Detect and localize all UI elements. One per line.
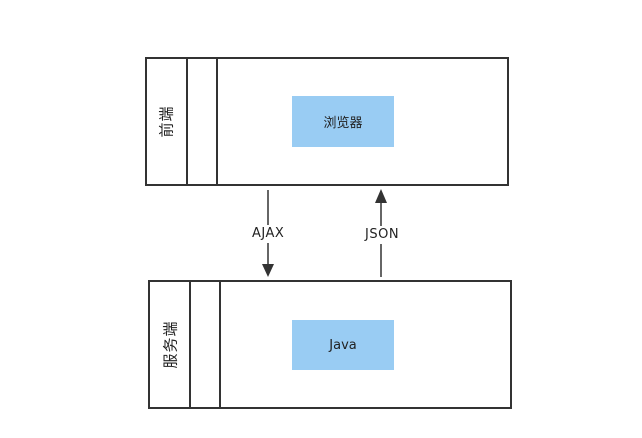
browser-node: 浏览器: [292, 96, 394, 147]
backend-pool: 服务端 Java: [148, 280, 512, 409]
frontend-sublane: [186, 59, 218, 184]
backend-lane-header: 服务端: [150, 282, 191, 407]
frontend-lane-header: 前端: [147, 59, 188, 184]
frontend-pool: 前端 浏览器: [145, 57, 509, 186]
java-node: Java: [292, 320, 394, 370]
browser-node-label: 浏览器: [323, 116, 363, 131]
backend-sublane: [189, 282, 221, 407]
ajax-edge-label: AJAX: [250, 225, 287, 243]
java-node-label: Java: [329, 337, 357, 353]
json-edge-label: JSON: [363, 226, 402, 244]
